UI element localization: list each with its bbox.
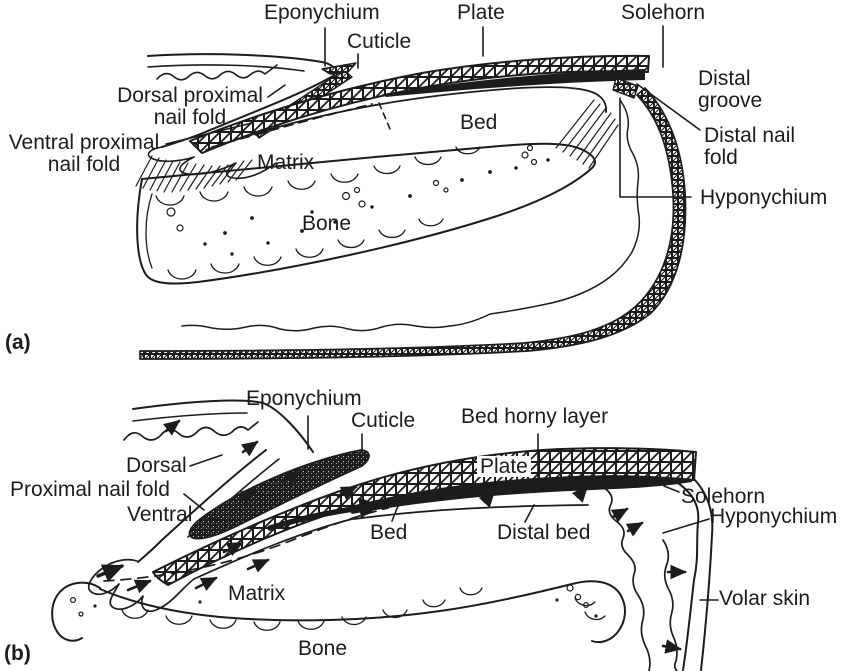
matrix-dash-b <box>103 507 389 582</box>
label-bone-b: Bone <box>298 637 348 660</box>
label-solehorn-b: Solehorn <box>681 485 766 508</box>
bone-circles-b <box>69 584 589 617</box>
bone-b <box>51 580 626 644</box>
dorsal-fold-epidermis-wave-a <box>156 64 278 81</box>
panel-tag-a: (a) <box>5 331 31 354</box>
leader-distal-nail-fold-a <box>636 83 701 131</box>
eponychium-b <box>188 449 370 540</box>
distal-fan-a <box>555 99 619 169</box>
leader-hyponychium-a <box>619 97 692 198</box>
leader-hyponychium-b <box>662 518 710 534</box>
bone-tuft-arcs-b <box>574 597 606 621</box>
label-cuticle-a: Cuticle <box>347 30 412 53</box>
leader-distal-bed-b <box>524 504 535 523</box>
leader-ventral-proximal-a <box>165 122 253 145</box>
label-distal-bed-b: Distal bed <box>497 521 591 544</box>
bone-inner-left-a <box>145 193 153 269</box>
cuticle-a <box>321 62 357 75</box>
hyponychium-squiggle-b <box>602 486 651 671</box>
leader-lines-a <box>165 25 701 198</box>
growth-arrows-b <box>96 419 687 654</box>
volar-outline-outer-b <box>693 478 714 671</box>
label-bed-b: Bed <box>370 521 408 544</box>
label-hyponychium-a: Hyponychium <box>700 186 828 209</box>
leader-solehorn-b <box>663 485 680 493</box>
panel-tag-b: (b) <box>4 642 31 665</box>
fold-inner-line-b <box>132 412 248 422</box>
leader-ventral-b <box>206 517 232 522</box>
dorsal-fold-inner-line-a <box>147 64 305 72</box>
label-ventral-b: Ventral <box>127 503 193 526</box>
label-proximal-nail-fold-b: Proximal nail fold <box>10 478 170 501</box>
label-distal-groove-a: Distal groove <box>698 67 763 113</box>
distal-nail-fold-a <box>612 77 639 99</box>
solehorn-band-a <box>382 69 645 97</box>
volar-outline-inner-b <box>674 480 700 671</box>
bone-top-line-b <box>99 580 626 644</box>
label-plate-a: Plate <box>457 1 505 24</box>
fingertip-epidermis-band-a <box>139 87 687 360</box>
dorsal-proximal-fold-outline-a <box>147 53 336 148</box>
fold-roof-b <box>132 399 314 453</box>
matrix-paw-b <box>87 558 195 613</box>
growth-arrow-big-b <box>267 497 382 531</box>
leader-dorsal-proximal-a <box>267 84 286 98</box>
label-hyponychium-b: Hyponychium <box>710 505 838 528</box>
bone-inner-bumps-b <box>121 587 483 631</box>
label-dorsal-proximal-nail-fold-a: Dorsal proximal nail fold <box>117 84 263 130</box>
label-cuticle-b: Cuticle <box>351 409 416 432</box>
label-bed-horny-layer-b: Bed horny layer <box>461 405 609 428</box>
volar-wave-inner-b <box>662 539 678 671</box>
label-bed-a: Bed <box>460 111 498 134</box>
label-plate-b: Plate <box>477 456 531 477</box>
label-bone-a: Bone <box>302 212 352 235</box>
lunula-dash-a <box>211 103 373 148</box>
label-ventral-proximal-nail-fold-a: Ventral proximal nail fold <box>8 131 160 177</box>
label-matrix-b: Matrix <box>228 582 286 605</box>
bone-outline-a <box>136 142 596 285</box>
leader-lines-b <box>183 415 719 601</box>
ventral-wall-outer-b <box>137 449 267 563</box>
label-solehorn-a: Solehorn <box>621 1 706 24</box>
leader-bed-b <box>391 505 399 522</box>
bone-inner-bottom-a <box>167 218 444 280</box>
fold-epidermis-wave-b <box>123 421 259 441</box>
bone-a <box>136 142 596 285</box>
nail-plate-a <box>189 54 650 154</box>
panel-b-illustration <box>51 399 719 671</box>
label-distal-nail-fold-a: Distal nail fold <box>704 124 796 170</box>
bone-inner-top-a <box>155 146 481 206</box>
panel-a-illustration <box>135 25 701 360</box>
label-volar-skin-b: Volar skin <box>719 587 811 610</box>
label-dorsal-b: Dorsal <box>126 454 187 477</box>
bed-matrix-dash-a <box>378 102 391 130</box>
bed-horny-layer-b <box>346 476 692 514</box>
bone-dots-a <box>203 158 550 256</box>
label-eponychium-a: Eponychium <box>264 1 380 24</box>
bone-knob-b <box>51 581 101 642</box>
bone-trabecular-circles-a <box>166 144 538 232</box>
dermis-wave-a <box>181 99 641 332</box>
leader-dorsal-b <box>189 454 223 467</box>
label-matrix-a: Matrix <box>257 151 315 174</box>
label-eponychium-b: Eponychium <box>246 387 362 410</box>
bone-dots-b <box>93 598 598 618</box>
leader-proximal-nail-fold-b <box>183 493 205 511</box>
bed-line-a <box>205 86 607 151</box>
bed-line-b <box>353 504 589 520</box>
